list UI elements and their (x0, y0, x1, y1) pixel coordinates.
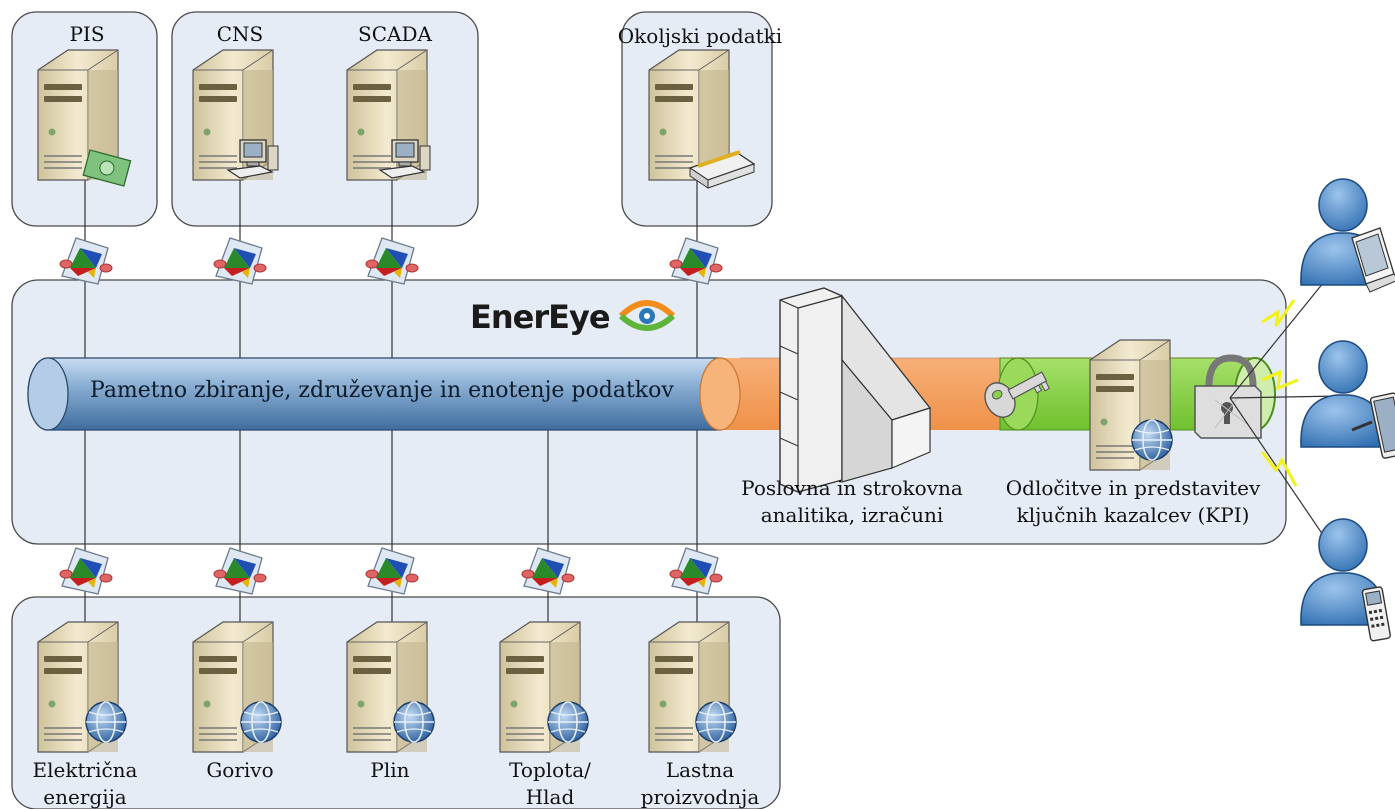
laptop-icon (1351, 227, 1395, 293)
connector-icon (669, 547, 723, 595)
connector-icon (213, 237, 267, 285)
label-pis: PIS (69, 22, 105, 46)
firewall-icon (779, 287, 932, 493)
user-laptop (1300, 178, 1395, 293)
globe-icon (85, 701, 127, 743)
globe-icon (1131, 419, 1173, 461)
connector-icon (521, 547, 575, 595)
enereye-logo-text: EnerEye (470, 298, 611, 336)
globe-icon (547, 701, 589, 743)
label-heat-line1: Toplota/ (509, 758, 591, 782)
money-icon (82, 149, 132, 187)
analytics-label-line1: Poslovna in strokovna (741, 476, 963, 500)
label-fuel: Gorivo (206, 758, 274, 782)
connector-icon (59, 547, 113, 595)
analytics-label-line2: analitika, izračuni (760, 503, 944, 527)
label-own-production-line2: proizvodnja (640, 785, 760, 809)
label-heat-line2: Hlad (525, 785, 575, 809)
globe-icon (695, 701, 737, 743)
enereye-logo-icon (618, 300, 676, 331)
label-environmental: Okoljski podatki (617, 24, 783, 48)
label-own-production-line1: Lastna (665, 758, 735, 782)
tablet-icon (1369, 392, 1395, 459)
key-icon (984, 371, 1051, 418)
label-electricity-line2: energija (43, 785, 127, 809)
label-gas: Plin (370, 758, 410, 782)
sensor-device-icon (688, 150, 756, 189)
connector-icon (59, 237, 113, 285)
user-icon (1300, 340, 1386, 448)
globe-icon (240, 701, 282, 743)
phone-icon (1361, 586, 1391, 642)
connector-icon (365, 237, 419, 285)
bottom-connection-lines (84, 428, 698, 650)
connector-icon (213, 547, 267, 595)
globe-icon (393, 701, 435, 743)
user-tablet (1300, 340, 1395, 459)
kpi-label-line1: Odločitve in predstavitev (1005, 476, 1261, 500)
user-phone (1300, 518, 1391, 642)
label-scada: SCADA (358, 22, 432, 46)
kpi-label-line2: ključnih kazalcev (KPI) (1016, 503, 1250, 527)
label-cns: CNS (216, 22, 264, 46)
connector-icon (365, 547, 419, 595)
pipe-label: Pametno zbiranje, združevanje in enotenj… (90, 378, 674, 403)
label-electricity-line1: Električna (32, 758, 138, 782)
connector-icon (669, 237, 723, 285)
